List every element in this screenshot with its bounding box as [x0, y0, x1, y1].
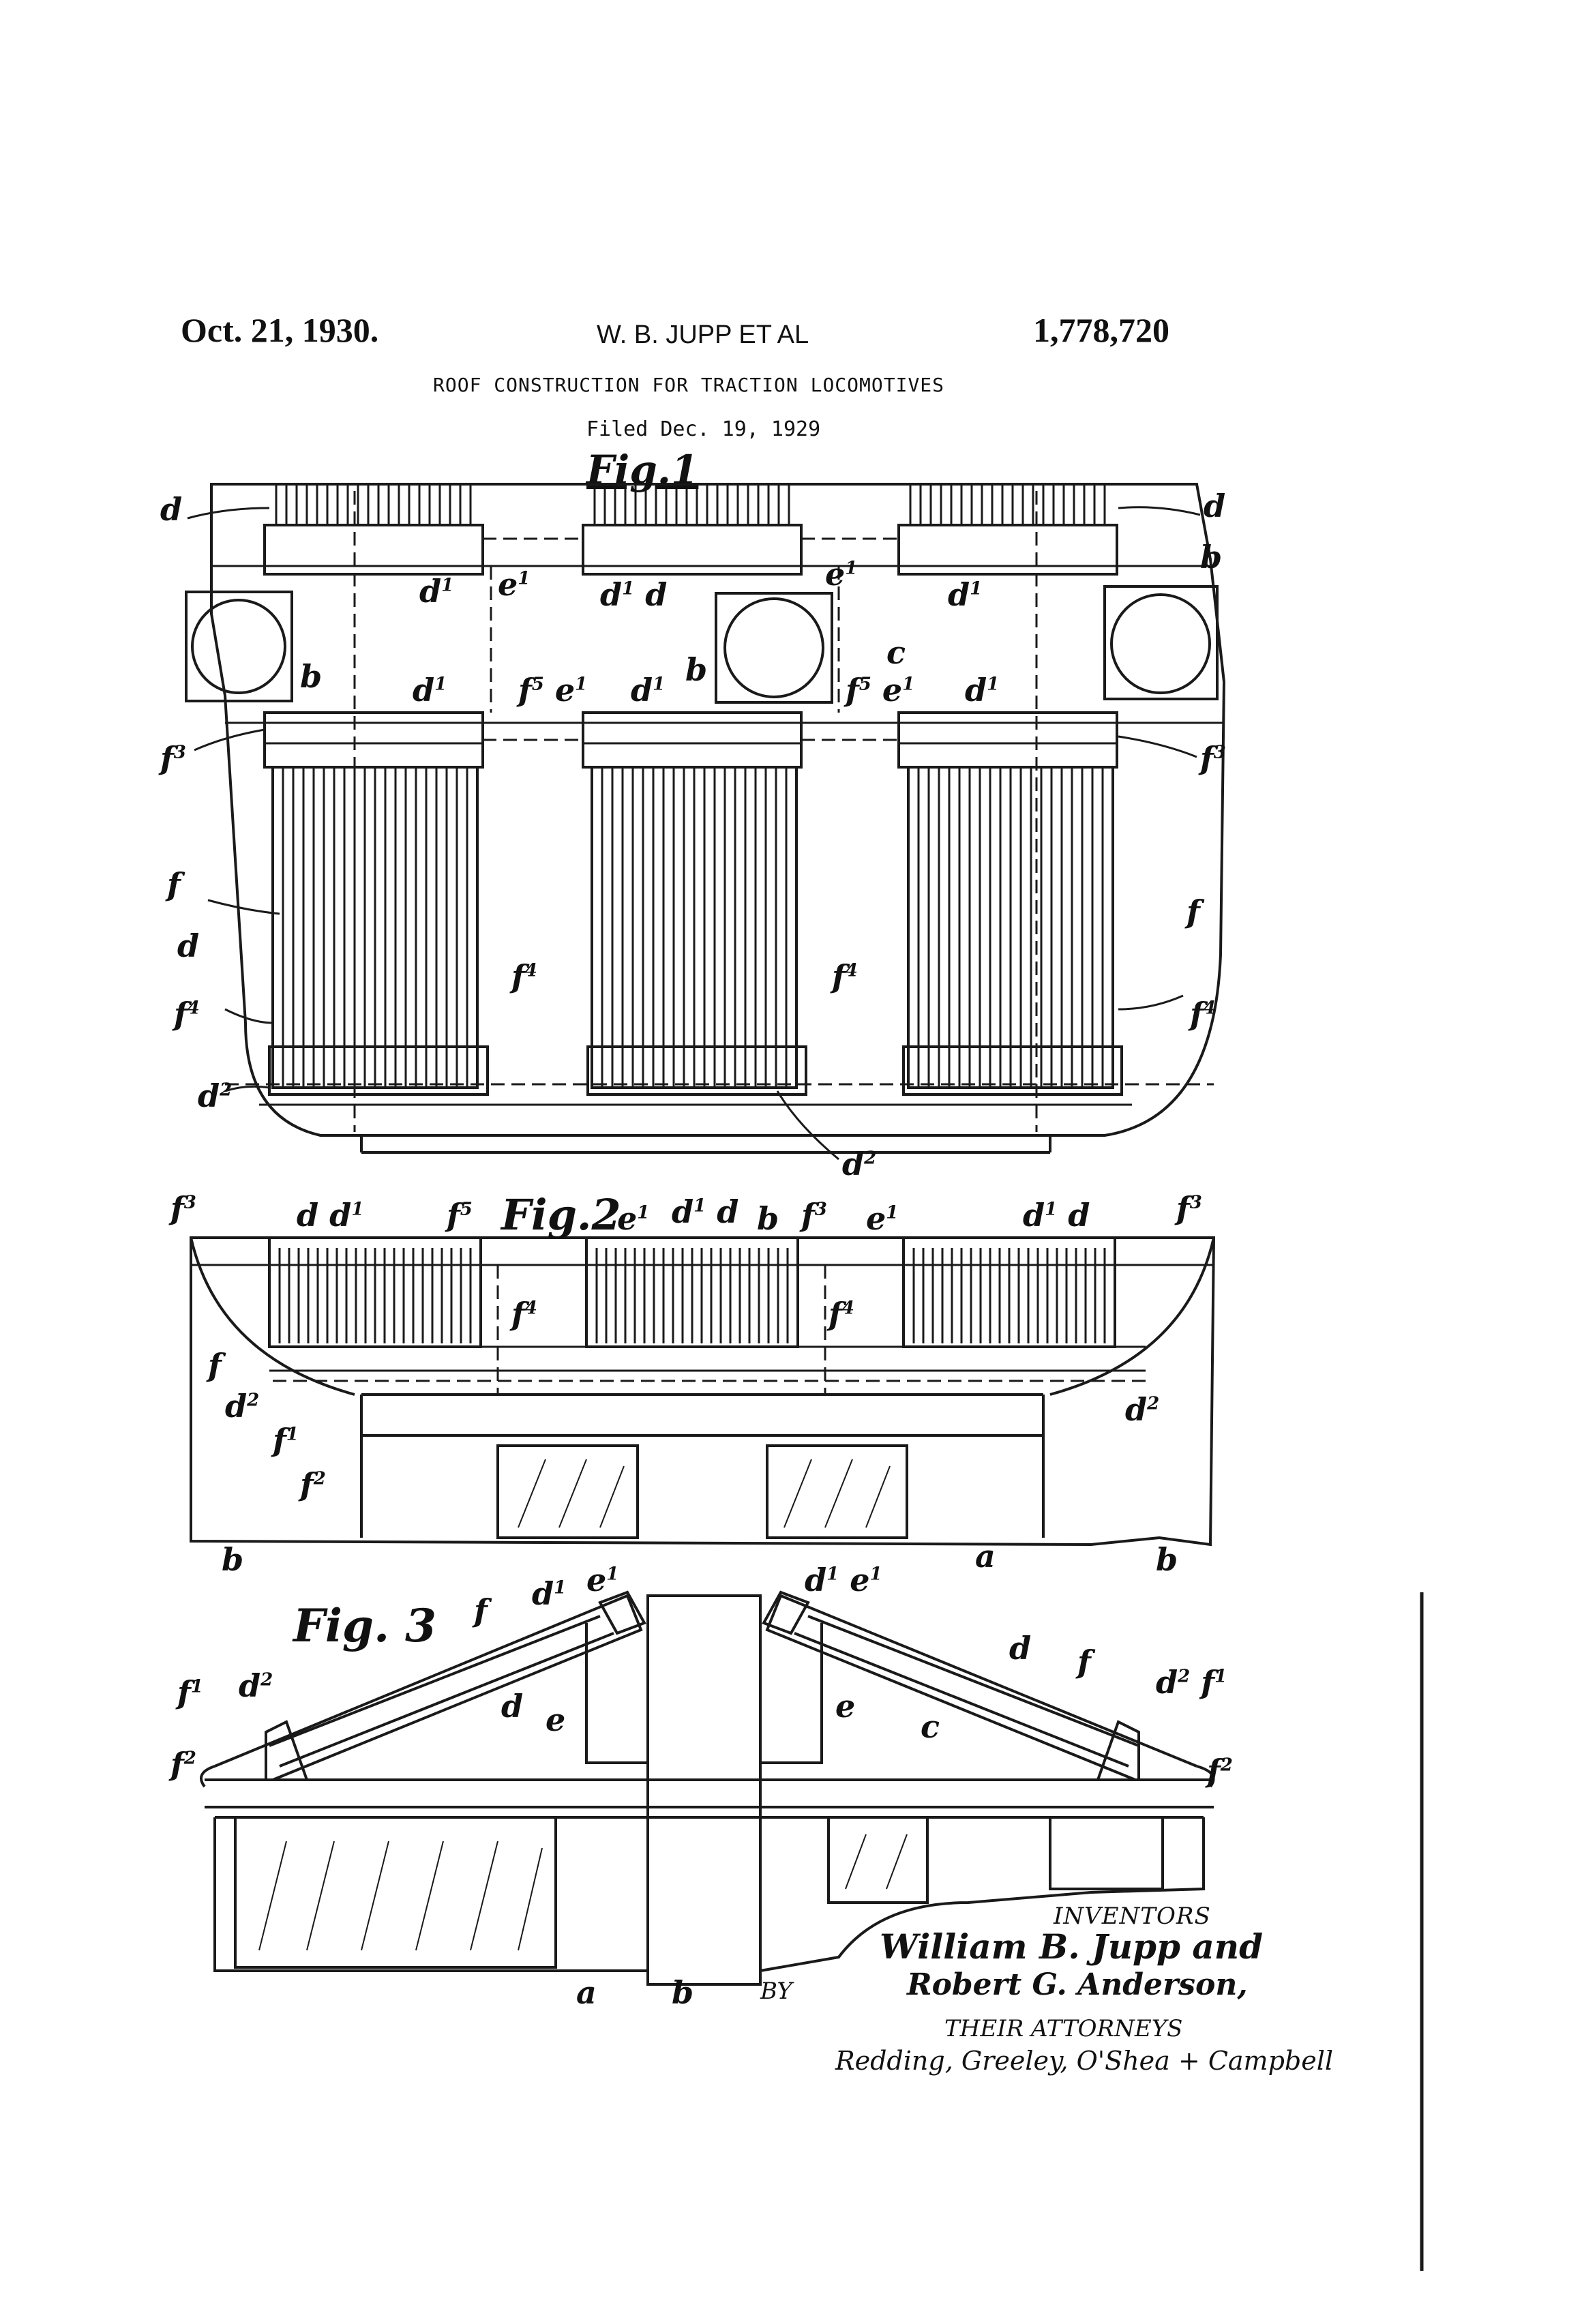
attorneys-label: THEIR ATTORNEYS — [944, 2015, 1182, 2042]
ref-letter: d2 — [225, 1388, 259, 1425]
ref-letter: f — [1077, 1643, 1091, 1680]
ref-letter: d1 d — [672, 1193, 738, 1230]
figure-3-label: Fig. 3 — [293, 1599, 436, 1652]
ref-letter: e1 — [586, 1562, 618, 1598]
by-label: BY — [760, 1978, 792, 2005]
ref-letter: f — [208, 1347, 222, 1384]
ref-letter: f4 — [174, 996, 200, 1032]
ref-letter: d1 d — [600, 576, 667, 613]
ref-letter: d1 e1 — [805, 1562, 882, 1598]
attorney-signature: Redding, Greeley, O'Shea + Campbell — [835, 2046, 1333, 2076]
figure-2-side-view — [191, 1238, 1214, 1545]
ref-letter: f4 — [1190, 996, 1216, 1032]
ref-letter: a — [576, 1974, 597, 2011]
ref-letter: f4 — [511, 1296, 537, 1332]
ref-letter: d — [1009, 1630, 1031, 1667]
ref-letter: f3 — [160, 740, 186, 777]
ref-letter: f1 — [273, 1422, 299, 1459]
ref-letter: f2 — [170, 1746, 196, 1783]
figure-1-label: Fig.1 — [586, 447, 698, 493]
ref-letter: c — [886, 634, 906, 671]
ref-letter: f3 — [170, 1190, 196, 1227]
ref-letter: f — [167, 866, 181, 903]
ref-letter: d1 — [532, 1575, 566, 1612]
ref-letter: d d1 — [297, 1197, 363, 1234]
ref-letter: f4 — [511, 958, 537, 995]
ref-letter: e1 — [498, 566, 530, 603]
ref-letter: e1 — [866, 1200, 898, 1237]
ref-letter: d2 — [198, 1077, 232, 1114]
ref-letter: f2 — [1207, 1753, 1233, 1789]
ref-letter: f3 — [1176, 1190, 1202, 1227]
ref-letter: f4 — [829, 1296, 854, 1332]
ref-letter: f5 e1 — [518, 672, 587, 709]
ref-letter: f — [474, 1592, 488, 1629]
ref-letter: f2 — [300, 1466, 326, 1503]
ref-letter: d2 f1 — [1156, 1664, 1227, 1701]
ref-letter: d2 — [1125, 1391, 1159, 1428]
ref-letter: d1 — [631, 672, 665, 709]
ref-letter: d — [501, 1688, 523, 1725]
ref-letter: f5 — [447, 1197, 473, 1234]
ref-letter: d2 — [239, 1667, 273, 1704]
ref-letter: f3 — [1200, 740, 1226, 777]
ref-letter: b — [685, 651, 707, 688]
ref-letter: e — [546, 1701, 565, 1738]
ref-letter: b — [300, 658, 322, 695]
ref-letter: f3 — [801, 1197, 827, 1234]
ref-letter: d — [177, 927, 199, 964]
ref-letter: c — [921, 1708, 940, 1745]
ref-letter: b — [672, 1974, 693, 2011]
ref-letter: e1 — [617, 1200, 649, 1237]
ref-letter: b — [757, 1200, 779, 1237]
ref-letter: b — [1200, 539, 1222, 576]
ref-letter: b — [1156, 1541, 1178, 1578]
ref-letter: d1 d — [1023, 1197, 1090, 1234]
ref-letter: d1 — [413, 672, 447, 709]
ref-letter: a — [975, 1538, 996, 1575]
inventor-name-2: Robert G. Anderson, — [907, 1967, 1248, 2002]
ref-letter: f — [1186, 893, 1200, 930]
ref-letter: f1 — [177, 1674, 203, 1711]
figure-2-label: Fig.2 — [501, 1190, 621, 1240]
figure-1-top-view — [186, 484, 1224, 1152]
ref-letter: b — [222, 1541, 243, 1578]
ref-letter: d1 — [948, 576, 982, 613]
ref-letter: e — [835, 1688, 855, 1725]
ref-letter: e1 — [825, 556, 857, 593]
ref-letter: f5 e1 — [846, 672, 914, 709]
ref-letter: d1 — [419, 573, 453, 610]
ref-letter: d — [1204, 488, 1225, 524]
inventor-name-1: William B. Jupp and — [880, 1926, 1263, 1967]
ref-letter: d2 — [842, 1146, 876, 1182]
ref-letter: d — [160, 491, 182, 528]
ref-letter: f4 — [832, 958, 858, 995]
inventors-label: INVENTORS — [1054, 1903, 1211, 1930]
ref-letter: d1 — [965, 672, 999, 709]
